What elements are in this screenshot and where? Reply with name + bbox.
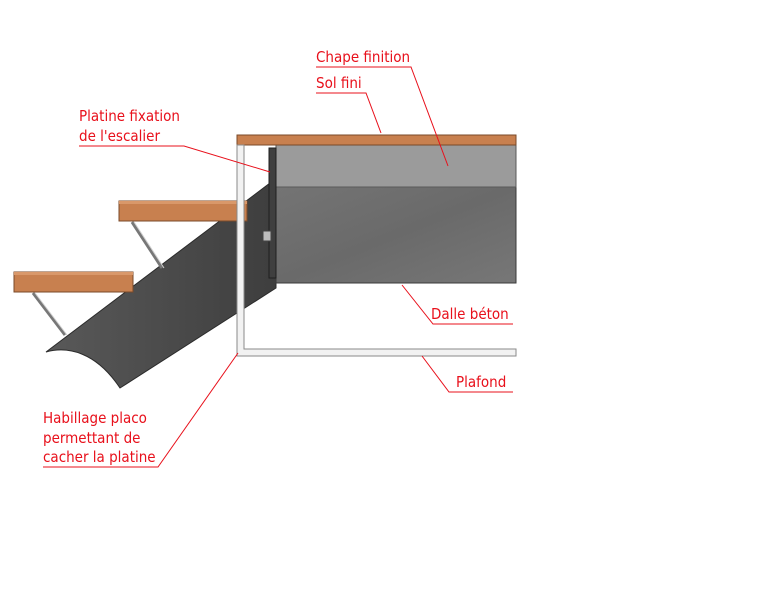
- plate-bolt: [262, 230, 272, 242]
- leader-plafond: [421, 355, 513, 393]
- leader-dalle-beton: [401, 284, 513, 325]
- label-platine-line1: Platine fixation: [79, 107, 180, 125]
- mounting-plate: [268, 147, 277, 279]
- concrete-slab: [275, 186, 517, 284]
- label-plafond: Plafond: [456, 373, 506, 391]
- lower-tread-support-inner: [34, 292, 68, 336]
- plaster-casing: [236, 144, 517, 357]
- label-habillage-line1: Habillage placo: [43, 409, 147, 427]
- leader-chape-finition: [316, 66, 449, 167]
- label-habillage-line2: permettant de: [43, 429, 140, 447]
- lower-tread-support: [31, 292, 67, 336]
- label-chape-finition: Chape finition: [316, 48, 410, 66]
- label-sol-fini: Sol fini: [316, 74, 362, 92]
- leader-platine: [79, 145, 271, 173]
- lower-tread-edge: [14, 272, 133, 275]
- upper-tread-support-inner: [133, 221, 165, 269]
- finish-floor: [236, 134, 517, 146]
- upper-tread-support: [130, 221, 164, 269]
- upper-tread-edge: [119, 201, 247, 204]
- label-dalle-beton: Dalle béton: [431, 305, 509, 323]
- leader-habillage: [43, 352, 239, 468]
- leader-sol-fini: [316, 92, 382, 134]
- label-habillage-line3: cacher la platine: [43, 448, 156, 466]
- label-platine-line2: de l'escalier: [79, 127, 160, 145]
- screed-layer: [275, 144, 517, 188]
